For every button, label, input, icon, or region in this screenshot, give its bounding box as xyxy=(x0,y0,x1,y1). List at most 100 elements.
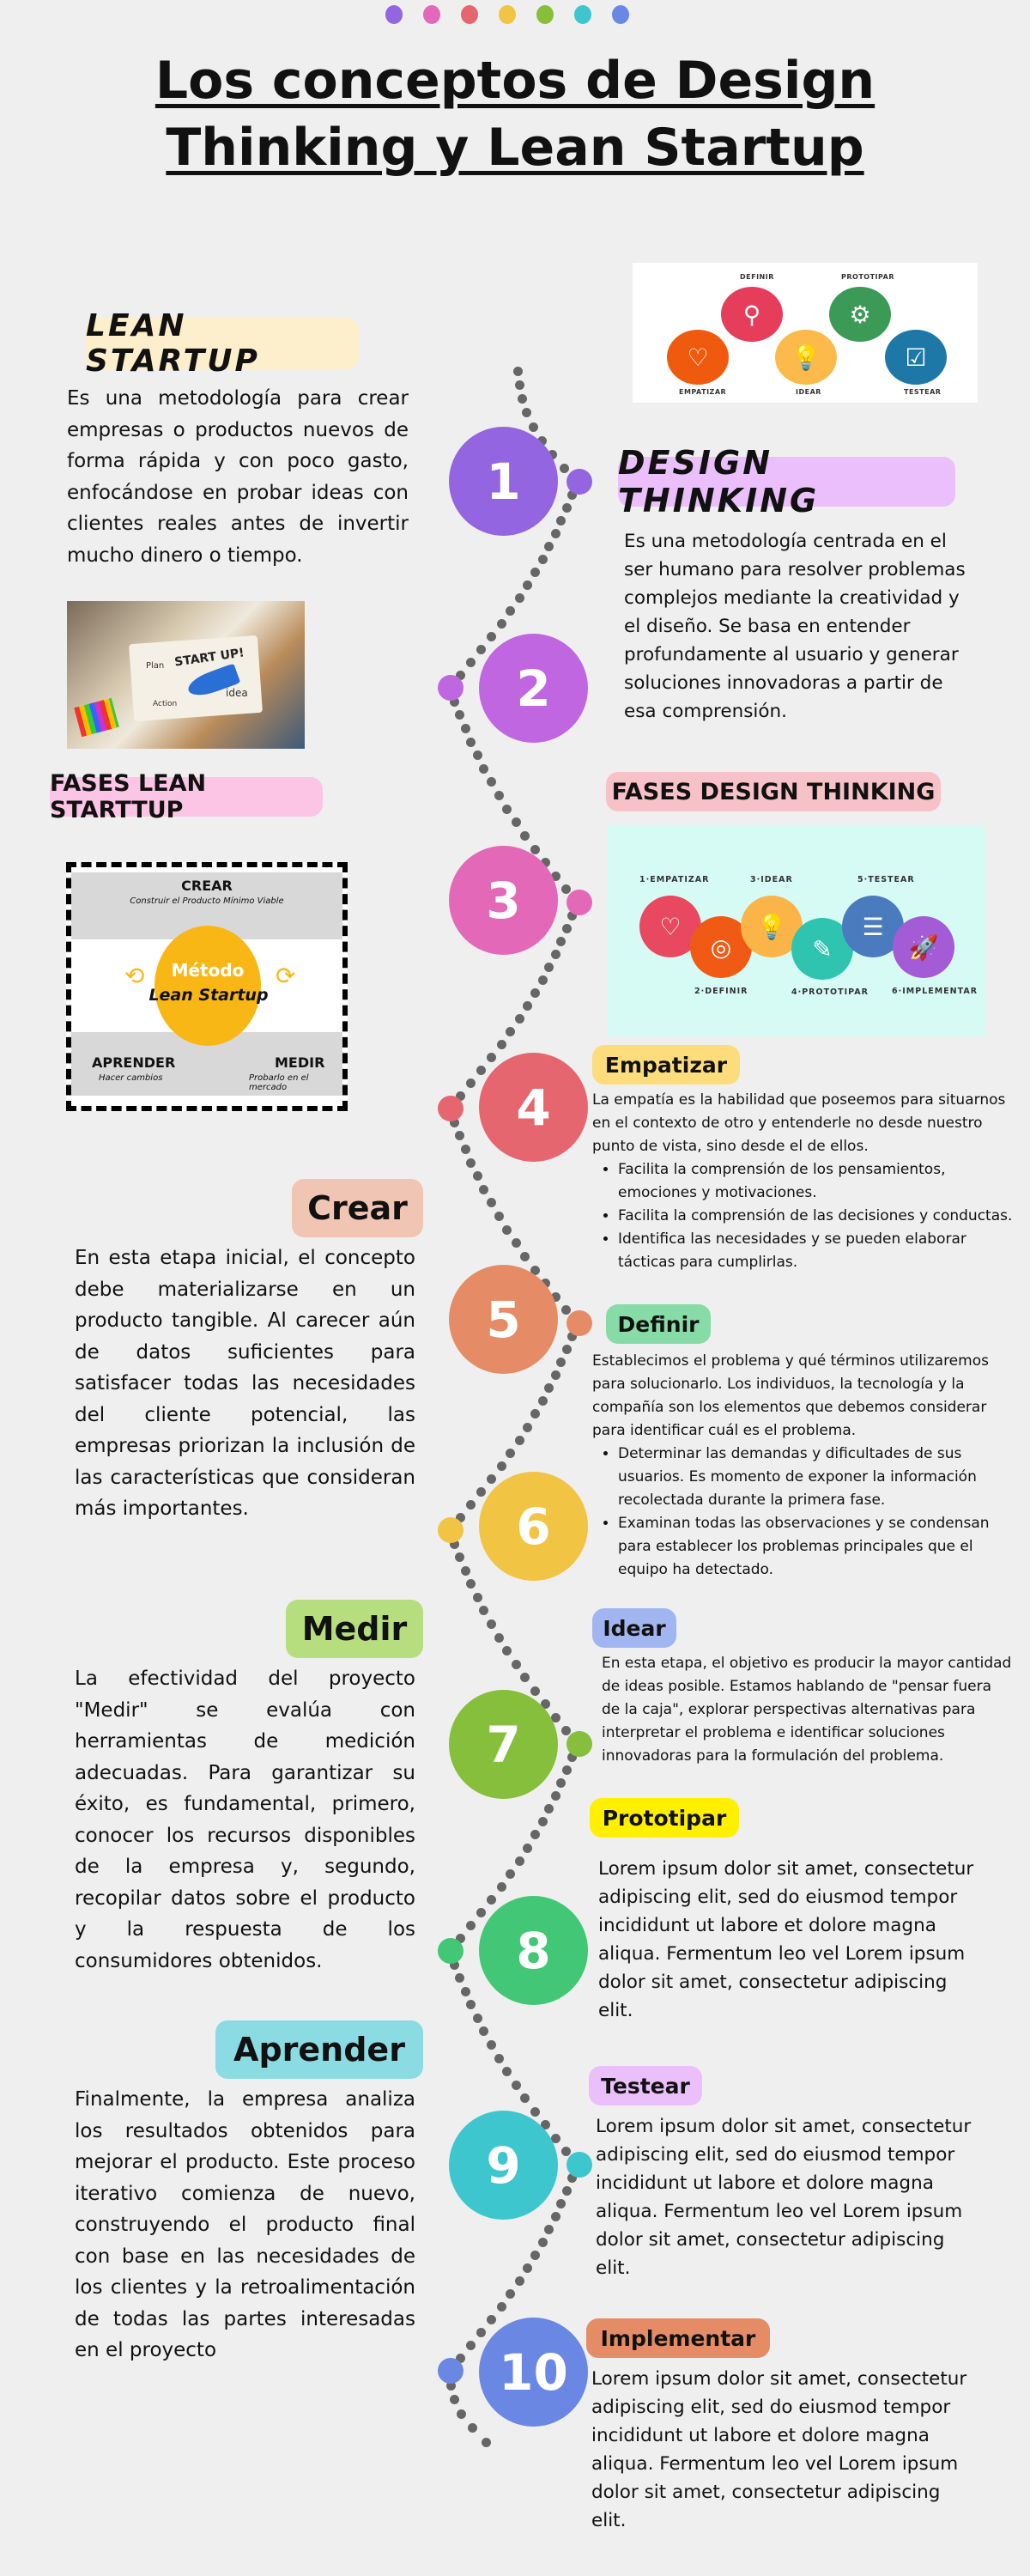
phase-label-4: 4·PROTOTIPAR xyxy=(791,987,869,997)
design-phase-title: Testear xyxy=(601,2073,690,2099)
design-phase-empatizar-body: La empatía es la habilidad que poseemos … xyxy=(592,1089,1021,1274)
path-dot xyxy=(544,2225,554,2234)
path-dot xyxy=(466,1920,476,1930)
center-top-label: Método xyxy=(171,960,245,981)
path-dot xyxy=(455,1131,465,1141)
dot-purple xyxy=(385,5,403,24)
path-dot xyxy=(506,1027,516,1036)
path-dot xyxy=(466,2341,476,2350)
path-dot xyxy=(530,568,541,577)
path-dot xyxy=(466,737,476,747)
path-dot xyxy=(479,1606,489,1616)
step-number: 5 xyxy=(486,1290,521,1349)
path-dot xyxy=(506,1448,516,1458)
path-dot xyxy=(561,1345,572,1355)
step-circle-9: 9 xyxy=(449,2111,558,2220)
path-dot xyxy=(520,1673,530,1683)
step-number: 9 xyxy=(486,2136,521,2195)
testear-circle: ☑ xyxy=(885,330,947,385)
action-label: Action xyxy=(153,700,178,708)
bullet-item: Determinar las demandas y dificultades d… xyxy=(618,1443,1021,1512)
path-dot xyxy=(472,1171,482,1182)
step-knob-4 xyxy=(438,1096,464,1121)
clipboard-icon: ☑ xyxy=(905,343,927,372)
crear-sub: Construir el Producto Mínimo Viable xyxy=(130,896,284,906)
path-dot xyxy=(466,1157,476,1168)
empatizar-bullets: Facilita la comprensión de los pensamien… xyxy=(618,1158,1021,1274)
bullet-item: Facilita la comprensión de los pensamien… xyxy=(618,1158,1021,1205)
crear-label: CREAR xyxy=(181,878,233,894)
step-circle-2: 2 xyxy=(479,634,588,743)
path-dot xyxy=(550,1370,560,1381)
step-number: 10 xyxy=(499,2342,568,2402)
dot-cyan xyxy=(574,5,591,24)
bullet-item: Examinan todas las observaciones y se co… xyxy=(618,1512,1021,1582)
path-dot xyxy=(561,2147,572,2157)
phase-circle-2: ◎ xyxy=(690,916,752,978)
lean-startup-description: Es una metodología para crear empresas o… xyxy=(67,387,409,567)
aprender-sub: Hacer cambios xyxy=(99,1073,163,1083)
path-dot xyxy=(455,2354,465,2363)
path-dot xyxy=(544,1804,554,1814)
lean-phase-aprender-text: Finalmente, la empresa analiza los resul… xyxy=(75,2088,415,2361)
path-dot xyxy=(494,2053,504,2063)
path-dot xyxy=(537,1396,548,1406)
step-circle-4: 4 xyxy=(479,1053,588,1162)
path-dot xyxy=(496,1461,506,1471)
path-dot xyxy=(476,1486,487,1497)
path-dot xyxy=(520,2093,530,2104)
medir-label: MEDIR xyxy=(275,1054,325,1071)
lean-phase-title: Medir xyxy=(301,1610,408,1648)
page-title: Los conceptos de Design Thinking y Lean … xyxy=(0,47,1030,181)
path-dot xyxy=(494,1212,504,1221)
step-number: 2 xyxy=(516,659,551,718)
path-dot xyxy=(487,1894,497,1905)
fases-lean-heading-text: FASES LEAN STARTTUP xyxy=(50,770,207,823)
lean-phase-crear-text: En esta etapa inicial, el concepto debe … xyxy=(75,1247,415,1520)
path-dot xyxy=(506,2289,516,2299)
path-dot xyxy=(518,394,528,404)
checklist-icon: ☰ xyxy=(862,912,884,941)
path-dot xyxy=(476,1907,487,1917)
path-dot xyxy=(460,1986,470,1996)
design-phase-title: Implementar xyxy=(600,2325,756,2351)
step-knob-6 xyxy=(438,1517,464,1543)
path-dot xyxy=(486,1198,496,1208)
path-dot xyxy=(487,1473,497,1484)
path-dot xyxy=(502,804,512,814)
decorative-dots xyxy=(385,5,629,24)
lightbulb-icon: 💡 xyxy=(791,343,821,372)
path-dot xyxy=(528,422,538,432)
design-phase-title: Idear xyxy=(603,1615,666,1641)
path-dot xyxy=(514,2276,524,2286)
step-knob-9 xyxy=(566,2152,592,2178)
path-dot xyxy=(536,435,547,446)
label-empatizar: EMPATIZAR xyxy=(679,388,727,396)
path-dot xyxy=(530,1409,541,1419)
path-dot xyxy=(540,2120,550,2130)
path-dot xyxy=(537,555,548,564)
design-phase-definir-text: Establecimos el problema y qué términos … xyxy=(592,1352,989,1439)
design-phase-definir-body: Establecimos el problema y qué términos … xyxy=(592,1350,1021,1582)
path-dot xyxy=(537,1817,548,1827)
path-dot xyxy=(537,975,548,985)
path-dot xyxy=(511,2080,521,2090)
step-number: 8 xyxy=(516,1921,551,1980)
design-phase-implementar-heading: Implementar xyxy=(586,2318,770,2358)
path-dot xyxy=(502,1646,512,1656)
path-dot xyxy=(561,1726,572,1736)
path-dot xyxy=(561,1305,572,1315)
path-dot xyxy=(544,963,554,972)
path-dot xyxy=(455,1973,465,1984)
path-dot xyxy=(523,1422,533,1432)
path-dot xyxy=(496,1881,506,1892)
path-dot xyxy=(445,2380,456,2391)
path-dot xyxy=(455,671,465,680)
path-dot xyxy=(514,593,524,603)
design-phase-idear-text: En esta etapa, el objetivo es producir l… xyxy=(602,1655,1012,1765)
aprender-label: APRENDER xyxy=(92,1054,176,1071)
path-dot xyxy=(487,632,497,641)
lean-phase-aprender-heading: Aprender xyxy=(215,2020,423,2079)
path-dot xyxy=(561,503,572,513)
path-dot xyxy=(561,1765,572,1776)
